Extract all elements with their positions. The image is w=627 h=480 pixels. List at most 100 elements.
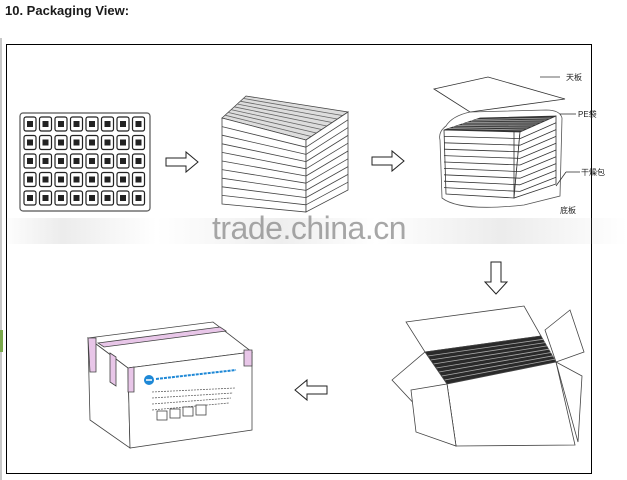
top-grid-line (242, 98, 343, 116)
grid-line (475, 117, 552, 120)
tray-layer-line (221, 126, 307, 148)
cell-core (120, 195, 126, 201)
cell-core (104, 139, 111, 146)
layer-line (519, 142, 557, 159)
watermark-band (0, 218, 627, 244)
section-title: 10. Packaging View: (5, 3, 130, 18)
cell-core (135, 176, 142, 183)
step-sealed-carton (86, 321, 254, 449)
grid-line (430, 342, 546, 361)
top-grid-line (230, 109, 322, 130)
cell-core (73, 139, 80, 146)
label-desiccant: 干燥包 (581, 168, 605, 177)
tray-layer-line (221, 143, 307, 162)
arrow-down-icon (483, 261, 509, 295)
layer-line (443, 136, 521, 139)
layer-line (443, 180, 521, 186)
company-name-line (155, 369, 237, 380)
grid-line (457, 125, 534, 127)
cell-core (104, 158, 111, 164)
cell-core (58, 176, 64, 183)
cell-core (42, 195, 49, 201)
cell-core (27, 158, 33, 164)
cell-core (120, 158, 126, 164)
layer-line (519, 156, 557, 172)
carton-text-line (151, 392, 234, 399)
tray-layer-line (305, 181, 349, 206)
cell-core (42, 139, 49, 146)
tray-layer-line (221, 160, 307, 177)
cell-core (27, 139, 33, 146)
label-pe-bag: PE袋 (578, 110, 597, 119)
cell-core (27, 195, 33, 201)
tray-layer-line (221, 186, 307, 198)
cell-core (120, 176, 126, 183)
tray-layer-line (305, 150, 349, 177)
layer-line (519, 176, 557, 192)
cell-core (135, 195, 142, 201)
step-tray (19, 112, 151, 212)
grid-line (438, 352, 552, 373)
carton-text-line (151, 397, 232, 405)
cell-core (58, 158, 64, 164)
label-bottom-board: 底板 (560, 206, 576, 215)
tray-layer-line (221, 134, 307, 155)
cell-core (89, 176, 95, 183)
cell-core (58, 121, 64, 127)
arrow-right-icon (165, 150, 199, 174)
tray-layer-line (305, 174, 349, 198)
layer-line (443, 161, 521, 166)
cell-core (58, 195, 64, 201)
cell-core (73, 195, 80, 201)
cell-core (73, 121, 80, 127)
grid-line (452, 126, 530, 129)
cell-core (73, 176, 80, 183)
cell-core (104, 121, 111, 127)
grid-line (433, 345, 548, 365)
top-grid-line (233, 106, 327, 127)
grid-line (427, 338, 544, 357)
layer-line (519, 136, 557, 153)
grid-line (444, 358, 556, 381)
cell-core (89, 139, 95, 146)
cell-core (135, 158, 142, 164)
left-accent (0, 330, 3, 352)
tray-layer-line (221, 169, 307, 184)
cell-core (89, 158, 95, 164)
cell-core (135, 139, 142, 146)
layer-line (443, 187, 521, 192)
layer-line (519, 122, 557, 139)
cell-core (89, 195, 95, 201)
cell-core (73, 158, 80, 164)
carton-text-line (151, 387, 236, 393)
layer-line (519, 170, 557, 186)
grid-line (448, 128, 525, 131)
layer-line (443, 155, 521, 159)
carton-text-line (151, 402, 230, 411)
grid-line (441, 355, 554, 377)
cell-core (27, 121, 33, 127)
layer-line (443, 142, 521, 146)
arrow-right-icon (371, 149, 405, 173)
tray-layer-line (221, 152, 307, 170)
layer-line (519, 163, 557, 179)
top-grid-line (227, 112, 317, 134)
cell-core (104, 195, 111, 201)
tray-layer-line (305, 119, 349, 148)
layer-line (519, 129, 557, 146)
tray-layer-line (305, 158, 349, 184)
cell-core (58, 139, 64, 146)
layer-line (519, 149, 557, 166)
layer-line (443, 148, 521, 153)
cell-core (104, 176, 111, 183)
cell-core (27, 176, 33, 183)
tray-layer-line (305, 142, 349, 170)
tray-layer-line (221, 195, 307, 206)
step-open-carton (391, 305, 585, 447)
arrow-left-icon (294, 378, 328, 402)
cell-core (120, 139, 126, 146)
left-rule (0, 38, 2, 480)
cell-core (42, 176, 49, 183)
tray-layer-line (221, 177, 307, 191)
